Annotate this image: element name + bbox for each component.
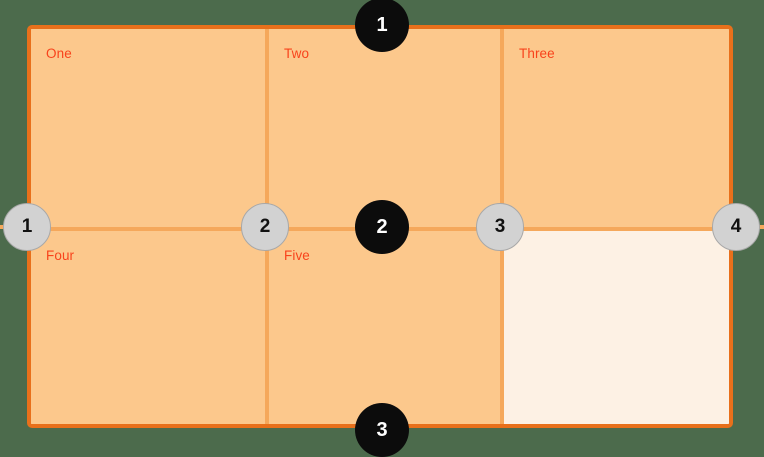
grid-cell-four-label: Four <box>46 248 75 263</box>
row-line-number-2[interactable]: 2 <box>355 200 409 254</box>
grid-cell-five[interactable]: Five <box>269 231 500 424</box>
column-line-number-2-label: 2 <box>259 216 271 237</box>
grid-cell-empty[interactable] <box>504 231 729 424</box>
grid-cell-four[interactable]: Four <box>31 231 265 424</box>
column-line-number-1-label: 1 <box>21 216 33 237</box>
column-line-number-2[interactable]: 2 <box>241 203 289 251</box>
column-line-number-1[interactable]: 1 <box>3 203 51 251</box>
grid-cell-three[interactable]: Three <box>504 29 729 227</box>
column-line-number-4-label: 4 <box>730 216 742 237</box>
column-line-number-4[interactable]: 4 <box>712 203 760 251</box>
grid-cell-three-label: Three <box>519 46 555 61</box>
column-line-number-3[interactable]: 3 <box>476 203 524 251</box>
column-line-number-3-label: 3 <box>494 216 506 237</box>
row-line-number-3[interactable]: 3 <box>355 403 409 457</box>
row-line-number-3-label: 3 <box>376 418 388 441</box>
row-line-number-1[interactable]: 1 <box>355 0 409 52</box>
row-line-number-1-label: 1 <box>376 13 388 36</box>
grid-cell-five-label: Five <box>284 248 310 263</box>
row-line-number-2-label: 2 <box>376 215 388 238</box>
grid-cell-two[interactable]: Two <box>269 29 500 227</box>
grid-cell-two-label: Two <box>284 46 310 61</box>
grid-cell-one[interactable]: One <box>31 29 265 227</box>
grid-cell-one-label: One <box>46 46 72 61</box>
